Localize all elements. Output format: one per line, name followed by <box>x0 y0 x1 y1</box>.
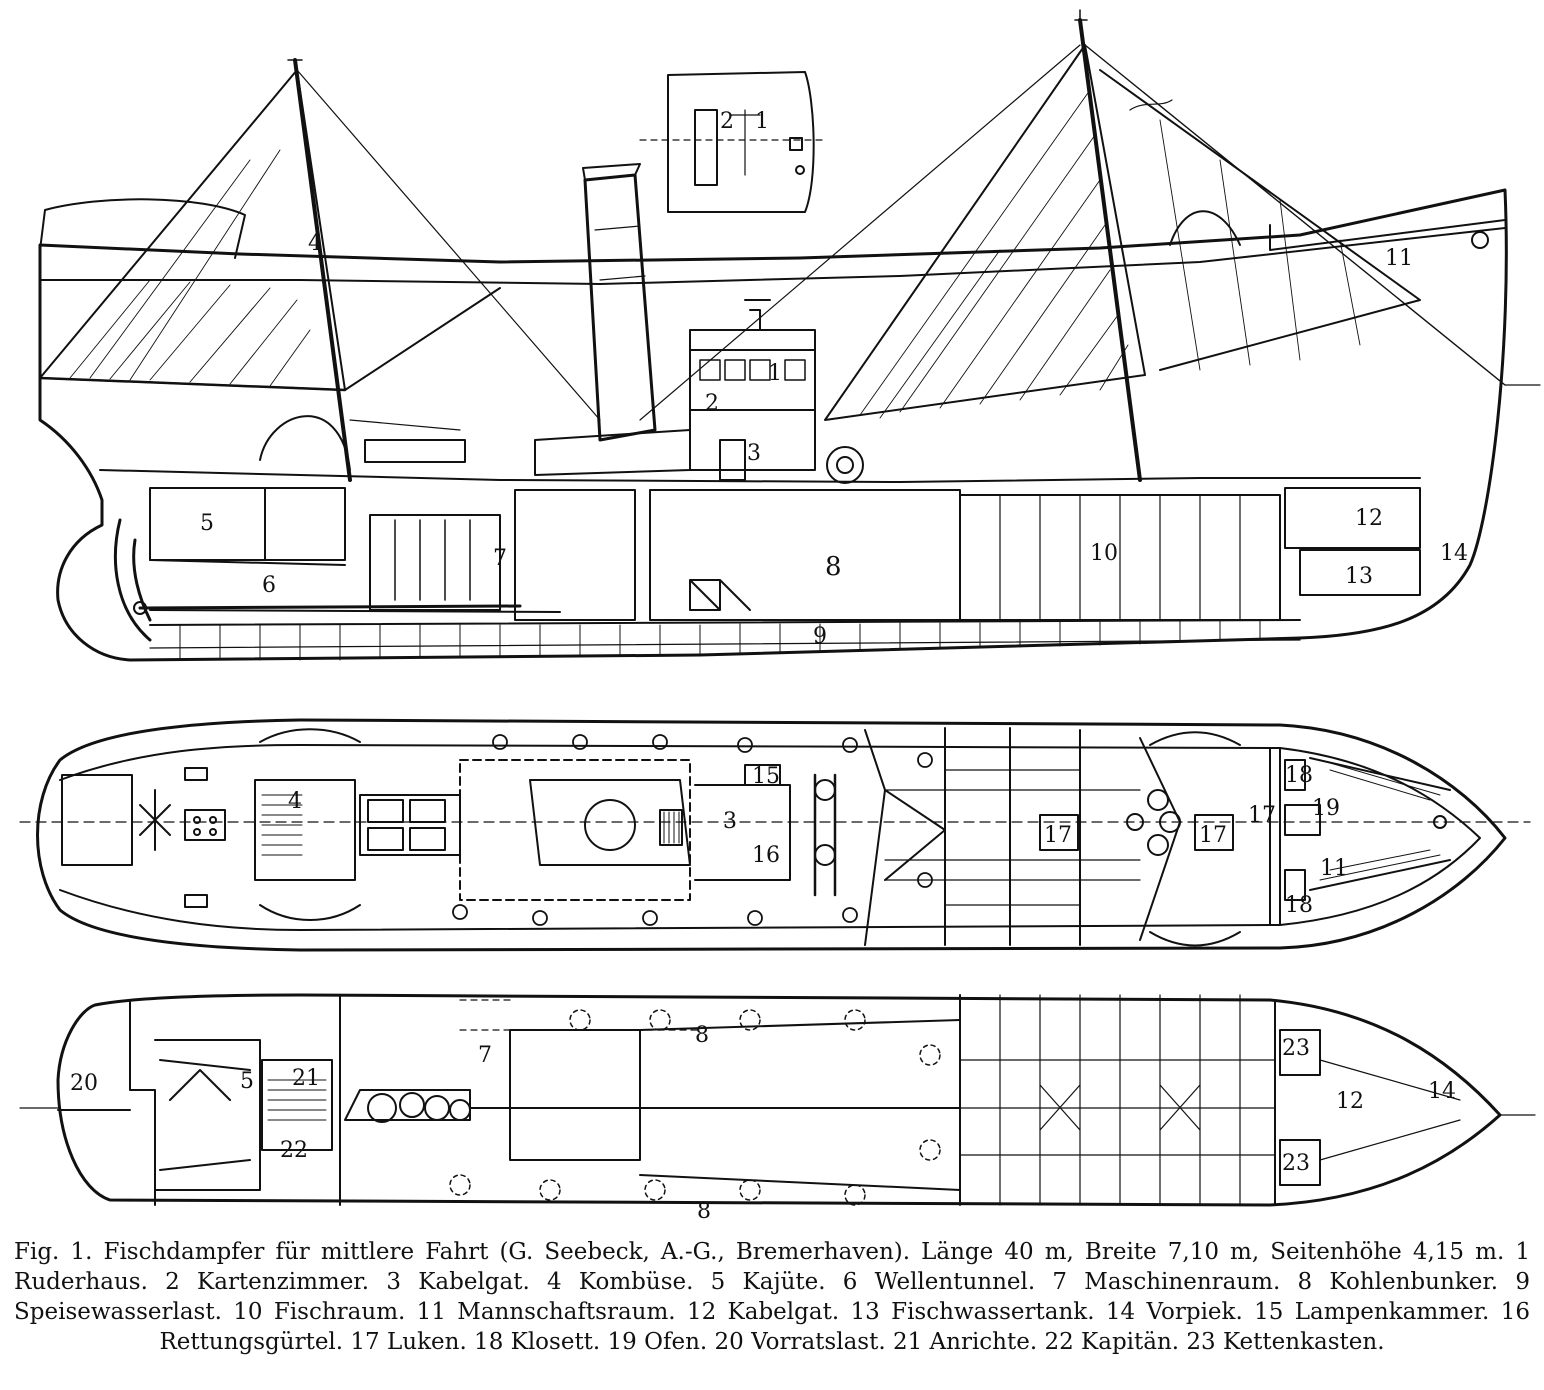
label-19: 19 <box>1312 796 1340 821</box>
label-10: 10 <box>1090 541 1118 566</box>
bridge-plan-inset <box>639 71 826 213</box>
label-9: 9 <box>813 624 827 649</box>
cabin-compartment <box>149 487 346 561</box>
label-18-a: 18 <box>1285 763 1313 788</box>
label-17-c: 17 <box>1248 803 1276 828</box>
label-7-hold: 7 <box>478 1043 492 1068</box>
aft-sail <box>39 69 346 391</box>
label-21: 21 <box>292 1066 320 1091</box>
label-3-deck: 3 <box>723 809 737 834</box>
figure-caption: Fig. 1. Fischdampfer für mittlere Fahrt … <box>14 1239 1530 1355</box>
label-8: 8 <box>825 552 842 582</box>
label-17-a: 17 <box>1044 823 1072 848</box>
label-7: 7 <box>493 546 507 571</box>
hull-hold-outline <box>56 993 1502 1207</box>
label-12-hold: 12 <box>1336 1089 1364 1114</box>
shaft-tunnel <box>149 559 561 613</box>
label-2-inset: 2 <box>720 109 734 134</box>
side-elevation <box>38 9 1541 662</box>
hold-plan <box>19 993 1536 1207</box>
fore-mast <box>1078 18 1142 482</box>
label-3: 3 <box>747 441 761 466</box>
hull-side-outline <box>38 188 1508 662</box>
label-8-hold-a: 8 <box>695 1023 709 1048</box>
label-15: 15 <box>752 764 780 789</box>
label-12: 12 <box>1355 506 1383 531</box>
label-23-a: 23 <box>1282 1036 1310 1061</box>
label-13: 13 <box>1345 564 1373 589</box>
label-11-deck: 11 <box>1320 856 1348 881</box>
label-11: 11 <box>1385 246 1413 271</box>
aft-mast <box>293 58 352 482</box>
hull-deck-outline <box>36 718 1507 952</box>
label-17-b: 17 <box>1199 823 1227 848</box>
label-1: 1 <box>768 361 782 386</box>
deck-plan <box>19 718 1531 952</box>
label-18-b: 18 <box>1285 893 1313 918</box>
funnel <box>583 173 657 442</box>
label-4: 4 <box>308 231 322 256</box>
label-14: 14 <box>1440 541 1468 566</box>
label-6: 6 <box>262 573 276 598</box>
label-5-hold: 5 <box>240 1069 254 1094</box>
label-1-inset: 1 <box>755 109 769 134</box>
label-16: 16 <box>752 843 780 868</box>
label-4-deck: 4 <box>288 789 302 814</box>
label-22: 22 <box>280 1138 308 1163</box>
label-20: 20 <box>70 1071 98 1096</box>
label-5: 5 <box>200 511 214 536</box>
label-23-b: 23 <box>1282 1151 1310 1176</box>
label-2: 2 <box>705 391 719 416</box>
fore-sail <box>824 44 1146 421</box>
scuttles <box>452 734 933 926</box>
label-8-hold-b: 8 <box>697 1199 711 1224</box>
ship-drawing: 1 2 1 2 3 4 5 6 7 8 9 10 11 12 13 14 4 3… <box>19 9 1541 1224</box>
label-14-hold: 14 <box>1428 1079 1456 1104</box>
